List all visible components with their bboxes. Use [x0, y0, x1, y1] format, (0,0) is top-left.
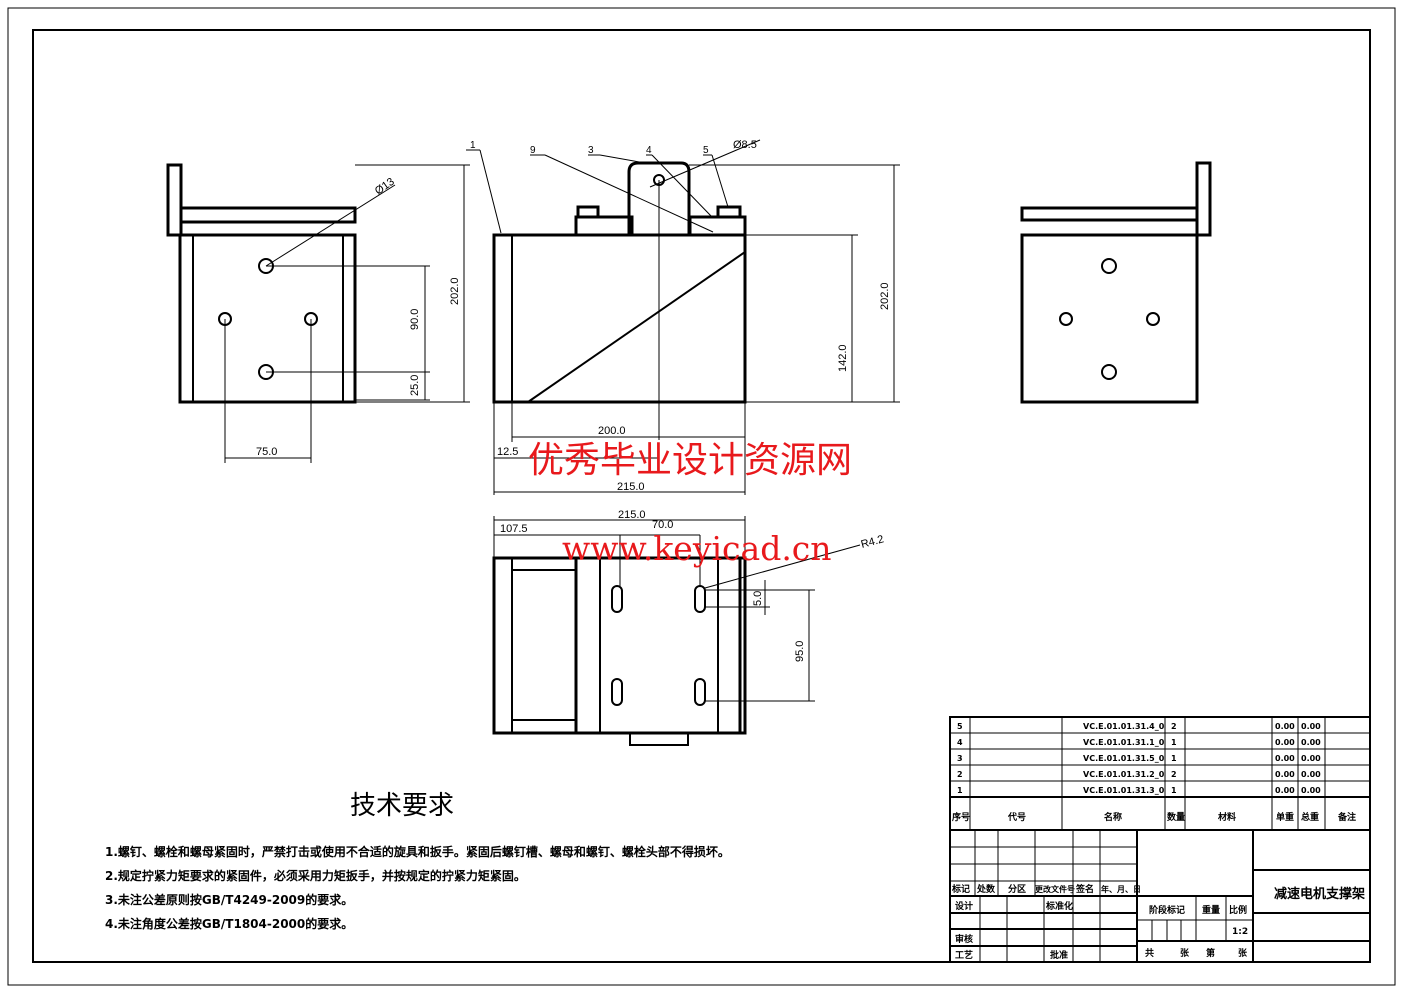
- bom-cell: VC.E.01.01.31.1_0: [1083, 738, 1165, 747]
- tech-item: 4.未注角度公差按GB/T1804-2000的要求。: [105, 916, 353, 931]
- tech-title: 技术要求: [350, 790, 454, 820]
- part-label: 9: [530, 145, 536, 156]
- bom-cell: 2: [1171, 770, 1177, 779]
- left-view: Ø13 90.0 25.0 202.0 75.0: [166, 163, 470, 463]
- bottom-dim-5: 5.0: [752, 591, 764, 606]
- bottom-dim-215: 215.0: [618, 509, 646, 521]
- bom-cell: 2: [957, 770, 963, 779]
- front-dia-label: Ø8.5: [733, 139, 757, 151]
- bom-cell: 0.00: [1301, 770, 1321, 779]
- tech-item: 2.规定拧紧力矩要求的紧固件，必须采用力矩扳手，并按规定的拧紧力矩紧固。: [105, 868, 526, 883]
- tb-cell: 标记: [951, 883, 970, 895]
- left-dim-90: 90.0: [409, 309, 421, 330]
- bom-cell: 4: [957, 738, 963, 747]
- tb-cell: 签名: [1075, 883, 1094, 895]
- bom-cell: 0.00: [1275, 754, 1295, 763]
- part-label: 3: [588, 145, 594, 156]
- bom-cell: 0.00: [1275, 738, 1295, 747]
- front-view: Ø8.5 1 9 3 4 5 200.0 12.5 215.0 142.0 20…: [466, 139, 900, 495]
- bom-cell: 1: [1171, 786, 1177, 795]
- bom-cell: 1: [1171, 754, 1177, 763]
- tb-cell: 张: [1238, 947, 1248, 959]
- right-view: [1020, 161, 1212, 404]
- left-dia-label: Ø13: [373, 176, 397, 198]
- bom-cell: 单重: [1276, 811, 1294, 823]
- tb-cell: 第: [1206, 947, 1215, 959]
- tb-cell: 批准: [1050, 949, 1068, 961]
- tb-cell: 标准化: [1045, 900, 1073, 912]
- title-block: 标记处数 分区更改文件号 签名年、月、日 设计 标准化 审核工艺 批准 阶段标记 重…: [949, 829, 1371, 963]
- tb-cell: 比例: [1229, 904, 1247, 916]
- bottom-dim-107: 107.5: [500, 523, 528, 535]
- drawing-title: 减速电机支撑架: [1274, 886, 1365, 902]
- bom-cell: 0.00: [1301, 738, 1321, 747]
- inner-border: [32, 29, 1371, 963]
- tb-cell: 更改文件号: [1035, 884, 1075, 894]
- part-label: 5: [703, 145, 709, 156]
- bom-cell: 5: [957, 722, 963, 731]
- bom-cell: 备注: [1337, 811, 1356, 823]
- bom-cell: 0.00: [1301, 754, 1321, 763]
- part-label: 1: [470, 140, 476, 151]
- bottom-view: 215.0 107.5 70.0 R4.2 5.0 95.0: [492, 509, 886, 746]
- outer-border: [7, 7, 1396, 986]
- bom-cell: 代号: [1007, 811, 1026, 823]
- bom-cell: 1: [1171, 738, 1177, 747]
- bom-cell: 0.00: [1275, 722, 1295, 731]
- bom-cell: 0.00: [1275, 770, 1295, 779]
- front-dim-215: 215.0: [617, 481, 645, 493]
- front-dim-202: 202.0: [879, 282, 891, 310]
- bom-cell: VC.E.01.01.31.5_0: [1083, 754, 1165, 763]
- front-dim-142: 142.0: [837, 344, 849, 372]
- tb-cell: 分区: [1008, 883, 1026, 895]
- bom-cell: VC.E.01.01.31.4_0: [1083, 722, 1165, 731]
- tb-cell: 共: [1145, 947, 1154, 959]
- technical-requirements: 技术要求 1.螺钉、螺栓和螺母紧固时，严禁打击或使用不合适的旋具和扳手。紧固后螺…: [105, 790, 730, 931]
- bottom-dim-95: 95.0: [794, 641, 806, 662]
- tb-cell: 处数: [976, 883, 996, 895]
- bom-cell: 0.00: [1301, 722, 1321, 731]
- watermark-url: www.keyicad.cn: [562, 529, 832, 568]
- tb-cell: 工艺: [955, 949, 973, 961]
- bom-cell: 序号: [952, 811, 970, 823]
- tb-cell: 审核: [955, 933, 973, 945]
- bom-cell: 0.00: [1301, 786, 1321, 795]
- left-dim-202: 202.0: [449, 277, 461, 305]
- bom-cell: 2: [1171, 722, 1177, 731]
- tb-cell: 阶段标记: [1149, 904, 1185, 916]
- watermark-cn: 优秀毕业设计资源网: [528, 440, 852, 481]
- bom-cell: 数量: [1167, 811, 1185, 823]
- front-dim-200: 200.0: [598, 425, 626, 437]
- bom-cell: 0.00: [1275, 786, 1295, 795]
- tb-cell: 重量: [1202, 904, 1220, 916]
- tb-cell: 年、月、日: [1101, 884, 1141, 894]
- tb-cell: 设计: [955, 900, 973, 912]
- tech-item: 3.未注公差原则按GB/T4249-2009的要求。: [105, 892, 353, 907]
- tb-cell: 1:2: [1232, 927, 1248, 937]
- front-dim-12: 12.5: [497, 446, 518, 458]
- part-label: 4: [646, 145, 652, 156]
- bom-cell: 1: [957, 786, 963, 795]
- left-dim-25: 25.0: [409, 375, 421, 396]
- left-dim-75: 75.0: [256, 446, 277, 458]
- tb-cell: 张: [1180, 947, 1190, 959]
- bottom-dim-70: 70.0: [652, 519, 673, 531]
- bom-cell: 总重: [1301, 811, 1319, 823]
- bom-cell: 材料: [1217, 811, 1236, 823]
- bom-cell: 名称: [1104, 811, 1122, 823]
- bom-cell: 3: [957, 754, 963, 763]
- bom-cell: VC.E.01.01.31.3_0: [1083, 786, 1165, 795]
- bottom-radius-label: R4.2: [860, 533, 886, 551]
- bom-cell: VC.E.01.01.31.2_0: [1083, 770, 1165, 779]
- tech-item: 1.螺钉、螺栓和螺母紧固时，严禁打击或使用不合适的旋具和扳手。紧固后螺钉槽、螺母…: [105, 844, 730, 859]
